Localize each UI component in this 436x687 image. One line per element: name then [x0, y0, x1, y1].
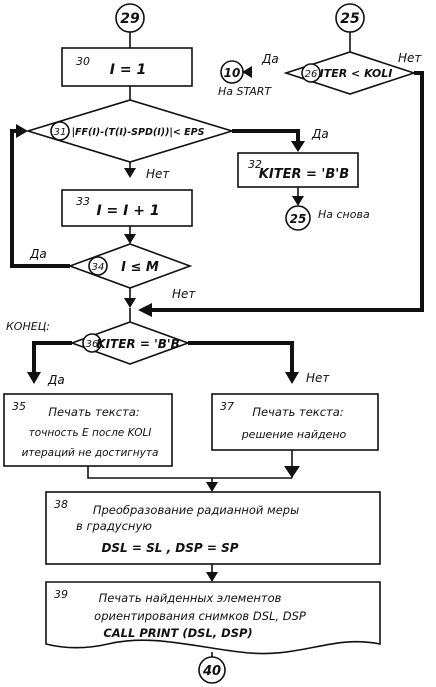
decision-36-number: 36 — [86, 339, 99, 350]
arrow-33-34 — [124, 234, 136, 244]
block-37 — [211, 393, 379, 451]
block-38-line-1: Преобразование радианной меры — [93, 503, 299, 517]
connector-10-label: 10 — [224, 66, 241, 80]
connector-29-label: 29 — [120, 11, 140, 27]
arrow-loop-to-31 — [16, 124, 28, 138]
block-33 — [61, 189, 193, 227]
decision-34 — [67, 243, 193, 289]
arrow-36-da — [27, 372, 41, 384]
block-30-number: 30 — [76, 55, 90, 68]
block-33-text: I = I + 1 — [96, 203, 159, 219]
connector-10 — [220, 60, 244, 84]
block-35-line-2: точность Е после KOLI — [29, 427, 152, 439]
block-32 — [237, 152, 359, 188]
connector-25-bottom-label: 25 — [290, 212, 307, 226]
block-37-line-2: решение найдено — [241, 428, 347, 441]
block-37-line-1: Печать текста: — [252, 405, 343, 419]
line-35-join — [87, 466, 292, 479]
decision-26-text: ITER < KOLI — [320, 67, 393, 80]
connector-40 — [198, 656, 226, 684]
connector-25-top-label: 25 — [340, 11, 360, 27]
block-30-text: I = 1 — [110, 62, 146, 78]
block-37-number: 37 — [220, 400, 234, 413]
decision-31-text: |FF(I)-(T(I)-SPD(I))|< EPS — [72, 127, 205, 138]
decision-26-number-circle — [301, 63, 321, 83]
arrow-to-39 — [206, 572, 218, 582]
decision-36-text: KITER = 'В'В — [96, 337, 179, 351]
decision-36-number-circle — [82, 333, 102, 353]
arrow-net-merge — [138, 303, 152, 317]
block-38 — [45, 491, 381, 565]
decision-31-number-circle — [50, 121, 70, 141]
label-da-34: Да — [29, 247, 47, 261]
line-36-da — [32, 341, 72, 372]
arrow-37-down — [284, 466, 300, 478]
arrow-34-merge — [124, 298, 136, 308]
block-39-number: 39 — [54, 588, 68, 601]
connector-40-label: 40 — [202, 664, 221, 679]
decision-26-number: 26 — [305, 69, 318, 80]
label-net-36: Нет — [306, 371, 330, 385]
block-32-text: KITER = 'В'В — [259, 167, 349, 182]
block-38-line-3: DSL = SL , DSP = SP — [101, 541, 238, 555]
decision-34-number: 34 — [92, 262, 105, 273]
block-39-line-3: CALL PRINT (DSL, DSP) — [103, 626, 252, 640]
block-32-number: 32 — [248, 158, 262, 171]
block-38-number: 38 — [54, 498, 68, 511]
decision-31-number: 31 — [54, 127, 67, 138]
label-net-31: Нет — [146, 167, 170, 181]
label-net-26: Нет — [398, 51, 422, 65]
arrow-to-32 — [291, 141, 305, 152]
arrow-to-25-bottom — [292, 196, 304, 206]
label-na-snova: На снова — [318, 208, 370, 221]
block-35-line-3: итераций не достигнута — [22, 447, 159, 459]
label-da-10: Да — [261, 52, 279, 66]
line-26-net-to-merge — [150, 71, 424, 312]
label-net-merge: Нет — [172, 287, 196, 301]
decision-34-text: I ≤ M — [121, 260, 159, 275]
arrow-36-net — [285, 372, 299, 384]
block-39-line-1: Печать найденных элементов — [99, 591, 282, 605]
label-kones: КОНЕЦ: — [6, 320, 50, 333]
arrow-to-10 — [242, 66, 252, 78]
label-da-31: Да — [311, 127, 329, 141]
label-da-36: Да — [47, 373, 65, 387]
block-33-number: 33 — [76, 195, 90, 208]
arrow-31-net — [124, 168, 136, 178]
connector-25-bottom — [285, 205, 311, 231]
decision-34-number-circle — [88, 256, 108, 276]
block-35-number: 35 — [12, 400, 26, 413]
block-38-line-2: в градусную — [76, 519, 152, 533]
line-31-da-to-32 — [232, 129, 300, 141]
block-39 — [45, 581, 381, 655]
block-30 — [61, 47, 193, 87]
block-39-line-2: ориентирования снимков DSL, DSP — [94, 609, 306, 623]
block-35-line-1: Печать текста: — [48, 405, 139, 419]
label-na-start: На START — [218, 85, 272, 98]
line-36-net — [188, 341, 294, 372]
arrow-to-38 — [206, 482, 218, 492]
